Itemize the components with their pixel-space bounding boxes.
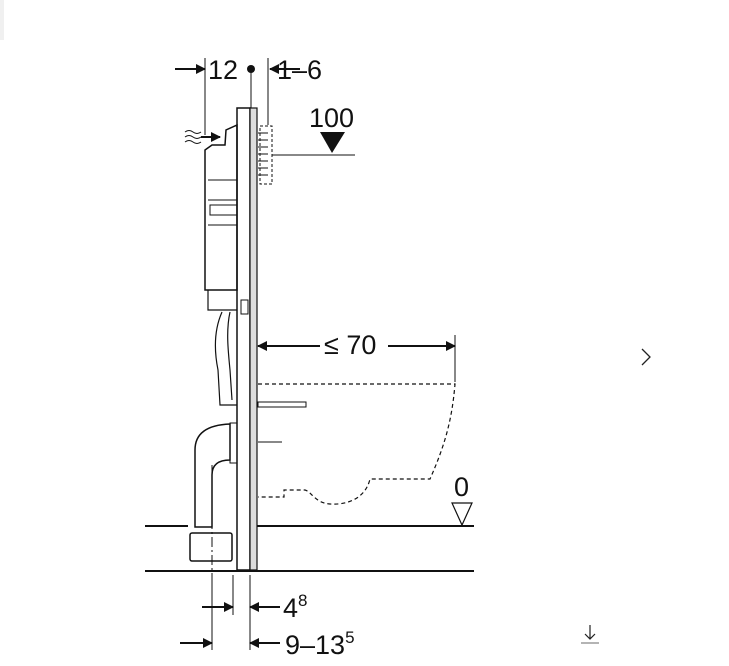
dim-height-label: 100 bbox=[309, 103, 354, 133]
download-button[interactable] bbox=[578, 622, 602, 646]
dim-bottom-1-label: 48 bbox=[283, 591, 308, 623]
dim-top-right-label: 1–6 bbox=[277, 55, 322, 85]
next-image-button[interactable] bbox=[632, 340, 660, 372]
dim-depth-label: ≤ 70 bbox=[324, 330, 376, 360]
dim-top-left-label: 12 bbox=[208, 55, 238, 85]
download-icon bbox=[581, 625, 599, 644]
dim-bottom-2-sup: 5 bbox=[345, 628, 354, 647]
dim-bottom-1-sup: 8 bbox=[298, 591, 307, 610]
left-edge bbox=[0, 0, 4, 40]
dim-bottom-2-base: 9–13 bbox=[285, 630, 345, 660]
chevron-right-icon bbox=[641, 348, 651, 366]
dim-bottom-2-label: 9–135 bbox=[285, 628, 355, 660]
floor-level-label: 0 bbox=[454, 472, 469, 502]
dim-bottom-1-base: 4 bbox=[283, 593, 298, 623]
